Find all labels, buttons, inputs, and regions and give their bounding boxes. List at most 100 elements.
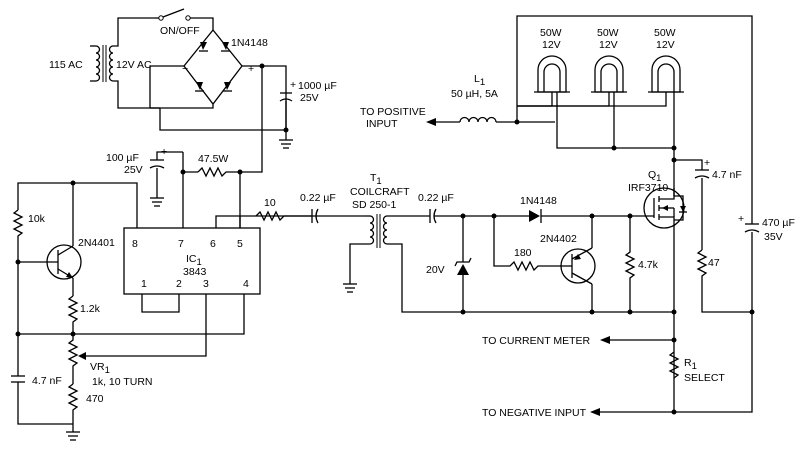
- label-res-47-5: 47.5W: [198, 153, 228, 165]
- junction-dot: [671, 409, 677, 415]
- arrow-current-meter: [600, 336, 610, 344]
- wire-pin7: [182, 171, 198, 228]
- junction-dot: [589, 309, 595, 315]
- label-diode-1n4148: 1N4148: [520, 195, 557, 207]
- resistor-47-5w: [197, 166, 240, 178]
- junction-dot: [671, 145, 677, 151]
- label-to-current-meter: TO CURRENT METER: [482, 335, 591, 347]
- label-res-4-7k: 4.7k: [638, 259, 659, 271]
- label-t1-part: SD 250-1: [352, 199, 397, 211]
- capacitor-470uf: [674, 170, 760, 413]
- wire-lamp-top-loop: [516, 15, 753, 170]
- resistor-r1-select: [668, 351, 680, 379]
- label-ic-pin6: 6: [210, 238, 216, 250]
- transformer-t1: [343, 214, 463, 313]
- label-bridge-plus: +: [248, 63, 254, 75]
- label-cap-big-voltage: 25V: [300, 92, 319, 104]
- label-t1-name: T1: [370, 172, 382, 187]
- label-t1-make: COILCRAFT: [350, 186, 410, 198]
- label-cap-470-voltage: 35V: [764, 231, 783, 243]
- label-ic-pin1: 1: [141, 278, 147, 290]
- wire-lamp3: [517, 92, 667, 107]
- wire-lamp1: [517, 92, 553, 107]
- label-cap-4-7nf-left: 4.7 nF: [32, 375, 62, 387]
- transformer-ac: [90, 17, 214, 109]
- potentiometer-vr1: [67, 334, 86, 384]
- junction-dot: [611, 145, 617, 151]
- inductor-l1: [426, 116, 497, 126]
- label-115-ac: 115 AC: [49, 59, 83, 71]
- label-cap-470-plus: +: [738, 213, 744, 225]
- label-cap-470-value: 470 µF: [762, 217, 795, 229]
- lamp-1: [534, 55, 570, 93]
- diode-1n4148: [529, 209, 630, 223]
- resistor-470: [67, 383, 79, 424]
- label-cap-4-7nf-plus: +: [704, 157, 710, 169]
- resistor-180: [493, 216, 560, 272]
- label-cap-big-plus: +: [290, 79, 296, 91]
- wire-pin4: [18, 294, 245, 335]
- label-tr2-name: 2N4402: [540, 233, 577, 245]
- label-vr1-name: VR1: [90, 361, 110, 376]
- label-lamp3-v: 12V: [656, 39, 675, 51]
- resistor-47: [696, 249, 752, 313]
- label-lamp1-w: 50W: [540, 27, 562, 39]
- wire-pin1-2: [141, 294, 180, 313]
- label-on-off: ON/OFF: [160, 25, 200, 37]
- label-q1-name: Q1: [648, 169, 661, 184]
- lamp-3: [648, 55, 684, 93]
- capacitor-0-22uf-a: [311, 208, 366, 224]
- label-cap-022b: 0.22 µF: [418, 192, 454, 204]
- label-res-10k: 10k: [28, 213, 46, 225]
- label-ic-pin3: 3: [203, 278, 209, 290]
- resistor-10: [239, 210, 312, 228]
- ground-left: [66, 424, 80, 441]
- arrow-negative-input: [590, 408, 600, 416]
- junction-dot: [15, 259, 21, 265]
- wire-bridge-positive: [262, 65, 287, 128]
- label-cap100-value: 100 µF: [106, 152, 139, 164]
- label-to-negative: TO NEGATIVE INPUT: [482, 407, 587, 419]
- transistor-2n4402: [560, 216, 596, 312]
- junction-dot: [749, 309, 755, 315]
- mosfet-q1-irf3710: [630, 187, 687, 232]
- label-inductor-name: L1: [474, 73, 485, 88]
- label-res-180: 180: [514, 247, 532, 259]
- capacitor-4-7nf-right: [674, 159, 710, 250]
- label-to-positive-2: INPUT: [366, 118, 398, 130]
- wire-ground-return: [159, 108, 286, 131]
- lamp-2: [591, 55, 627, 93]
- zener-20v: [454, 216, 472, 312]
- label-inductor-value: 50 µH, 5A: [451, 88, 498, 100]
- label-tr1-name: 2N4401: [78, 237, 115, 249]
- label-vr1-value: 1k, 10 TURN: [92, 376, 153, 388]
- wire-pin8: [17, 182, 138, 228]
- junction-dot: [70, 180, 76, 186]
- resistor-4-7k: [624, 216, 636, 312]
- capacitor-4-7nf-left: [11, 334, 73, 425]
- label-zener: 20V: [426, 264, 445, 276]
- label-to-positive-1: TO POSITIVE: [360, 106, 426, 118]
- capacitor-100uf: [149, 151, 184, 207]
- ic1-3843-body: [123, 227, 261, 295]
- on-off-switch: [155, 8, 214, 30]
- transistor-2n4401: [18, 183, 82, 296]
- capacitor-1000uf: [279, 92, 293, 149]
- bridge-rectifier: [149, 29, 262, 108]
- label-res-47: 47: [708, 257, 720, 269]
- label-lamp2-v: 12V: [599, 39, 618, 51]
- label-ic-pin7: 7: [178, 238, 184, 250]
- label-res-10: 10: [264, 197, 276, 209]
- label-lamp1-v: 12V: [542, 39, 561, 51]
- label-lamp3-w: 50W: [654, 27, 676, 39]
- label-12v-ac: 12V AC: [116, 59, 152, 71]
- junction-dot: [671, 157, 677, 163]
- label-q1-part: IRF3710: [628, 182, 668, 194]
- junction-dot: [259, 63, 265, 69]
- label-cap100-voltage: 25V: [124, 164, 143, 176]
- label-ic-pin2: 2: [176, 278, 182, 290]
- wire-lamp2: [517, 92, 610, 107]
- label-res-470: 470: [86, 393, 104, 405]
- capacitor-0-22uf-b: [429, 208, 529, 224]
